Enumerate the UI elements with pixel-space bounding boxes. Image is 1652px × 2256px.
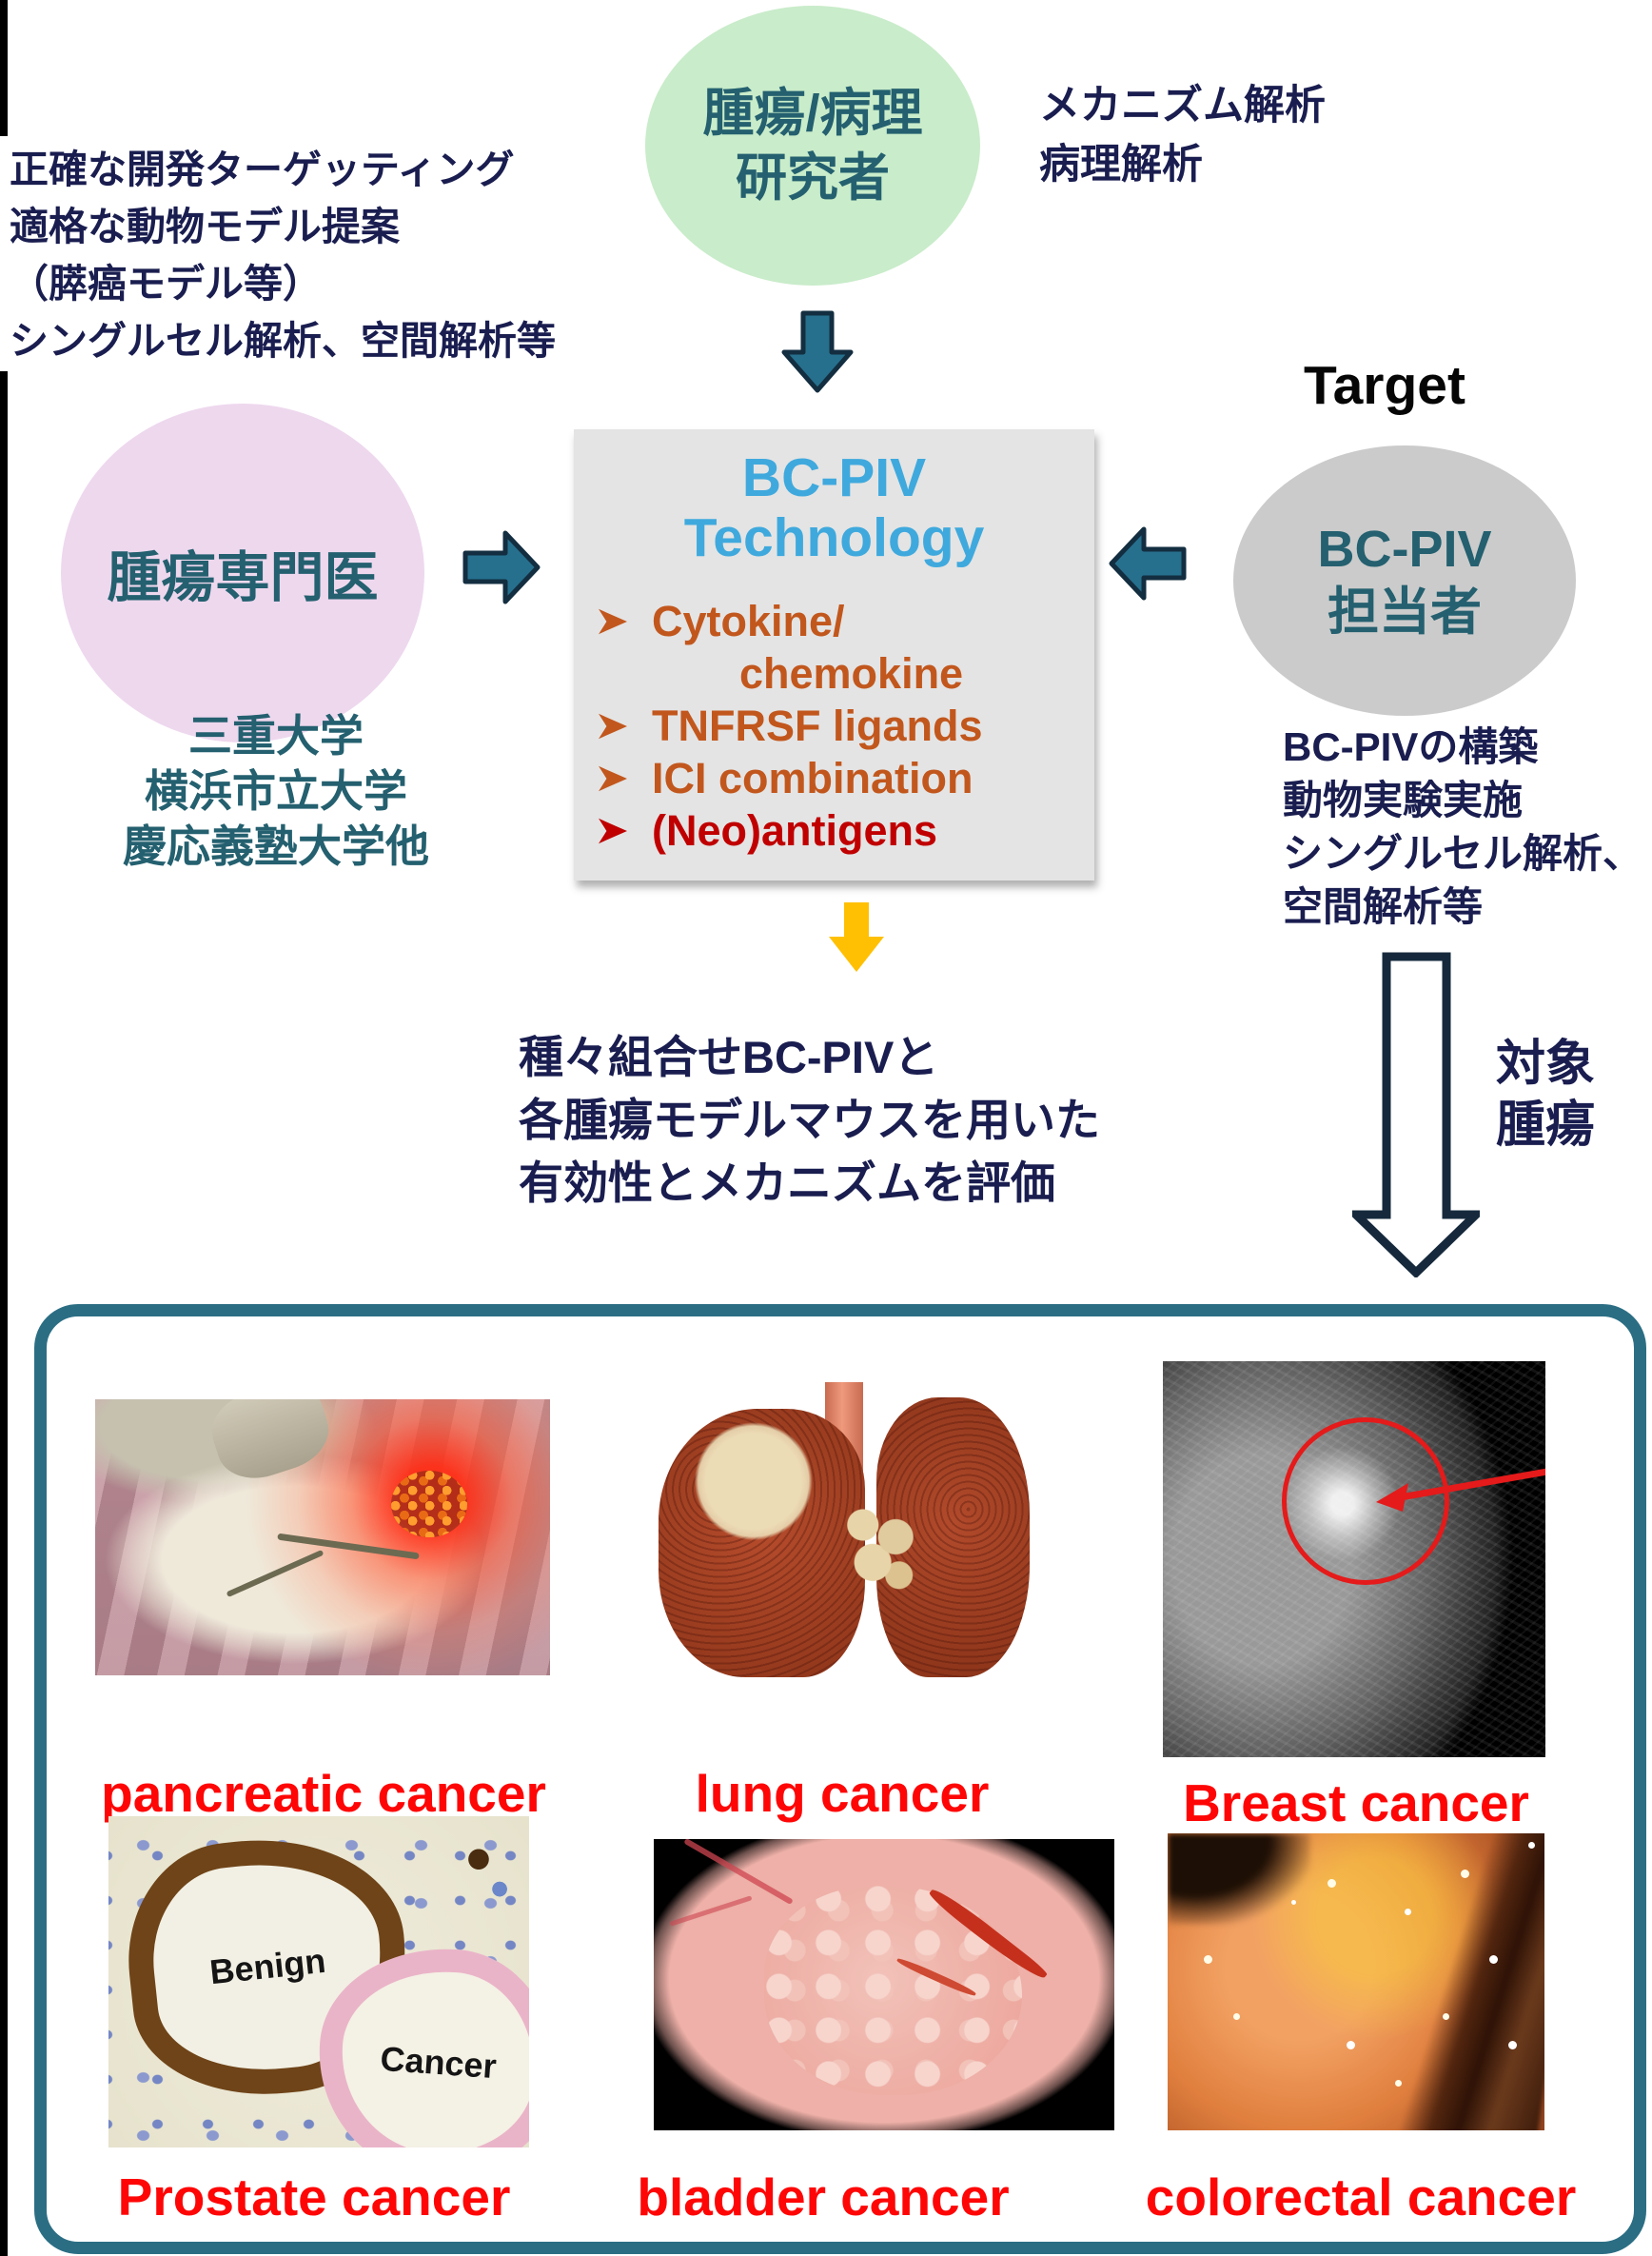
yellow-down-arrow-icon (829, 902, 884, 972)
bullet-arrow-icon (599, 818, 627, 844)
bcpiv-staff-notes: BC-PIVの構築 動物実験実施 シングルセル解析、 空間解析等 (1283, 721, 1642, 934)
left-arrow-icon (1109, 526, 1187, 601)
dark-fold-shape (1168, 1833, 1310, 1925)
note-line: 有効性とメカニズムを評価 (519, 1158, 1055, 1208)
note-line: シングルセル解析、空間解析等 (10, 319, 556, 363)
cancer-label: bladder cancer (637, 2167, 1010, 2226)
bullet-arrow-icon (599, 713, 627, 740)
ellipse-label-line: 研究者 (736, 149, 890, 207)
cancer-label: Prostate cancer (117, 2167, 511, 2226)
university-list: 三重大学 横浜市立大学 慶応義塾大学他 (62, 708, 490, 874)
benign-annotation: Benign (207, 1940, 328, 1992)
bcpiv-staff-ellipse: BC-PIV 担当者 (1233, 445, 1576, 716)
note-line: 病理解析 (1039, 142, 1203, 188)
down-arrow-icon (781, 310, 854, 393)
breast-cancer-image (1163, 1361, 1545, 1757)
note-line: 種々組合せBC-PIVと (519, 1032, 939, 1082)
note-line: （膵癌モデル等） (10, 262, 322, 306)
target-tumor-label: 対象 腫瘍 (1496, 1034, 1595, 1156)
note-line: BC-PIVの構築 (1283, 724, 1539, 769)
cancer-label: Breast cancer (1183, 1773, 1529, 1832)
bullet-text: ICI combination (652, 754, 974, 802)
note-line: 正確な開発ターゲッティング (10, 148, 515, 191)
note-line: メカニズム解析 (1039, 83, 1326, 129)
bullet-item-continuation: chemokine (599, 647, 1094, 700)
left-lung-shape (659, 1409, 866, 1677)
pancreatic-duct-shape (226, 1549, 324, 1597)
university-line: 三重大学 (188, 711, 364, 761)
bladder-cancer-image (654, 1839, 1114, 2130)
red-annotation-arrow-icon (1376, 1468, 1545, 1512)
colorectal-cancer-image (1168, 1833, 1544, 2130)
cancer-label: pancreatic cancer (101, 1764, 546, 1823)
pancreatic-cancer-image (95, 1399, 550, 1675)
red-circle-annotation (1282, 1417, 1449, 1585)
lung-cancer-image (647, 1382, 1030, 1683)
oncologist-capability-notes: 正確な開発ターゲッティング 適格な動物モデル提案 （膵癌モデル等） シングルセル… (10, 141, 556, 369)
bullet-arrow-icon (599, 765, 627, 792)
bullet-text: Cytokine/ (652, 597, 845, 645)
bullet-item: (Neo)antigens (599, 804, 1094, 857)
tech-title-line: BC-PIV (741, 447, 927, 508)
pathology-researcher-ellipse: 腫瘍/病理 研究者 (645, 6, 980, 286)
tech-box-title: BC-PIV Technology (574, 429, 1094, 568)
bullet-item: ICI combination (599, 752, 1094, 804)
duodenum-shape (203, 1399, 339, 1490)
ellipse-label-line: 腫瘍専門医 (107, 547, 379, 608)
cancer-label: colorectal cancer (1145, 2167, 1577, 2226)
university-line: 慶応義塾大学他 (123, 821, 429, 871)
bullet-text: chemokine (739, 649, 964, 698)
ellipse-label-line: 腫瘍/病理 (702, 85, 923, 142)
prostate-cancer-image: Benign Cancer (108, 1816, 529, 2147)
hilar-nodules-shape (838, 1502, 920, 1594)
left-edge-bar-top (0, 0, 8, 136)
flow-down-arrow-icon (1352, 952, 1480, 1277)
note-line: 空間解析等 (1283, 884, 1484, 929)
bullet-item: TNFRSF ligands (599, 700, 1094, 752)
cancer-annotation: Cancer (379, 2038, 499, 2087)
note-line: 対象 (1496, 1037, 1596, 1092)
note-line: シングルセル解析、 (1283, 831, 1643, 876)
bullet-item: Cytokine/ (599, 595, 1094, 647)
bullet-text: TNFRSF ligands (652, 702, 983, 750)
university-line: 横浜市立大学 (145, 766, 407, 816)
oncologist-ellipse: 腫瘍専門医 (61, 404, 424, 742)
ellipse-label-line: BC-PIV (1317, 521, 1492, 578)
note-line: 適格な動物モデル提案 (10, 205, 400, 248)
tech-bullet-list: Cytokine/ chemokine TNFRSF ligands ICI c… (599, 595, 1094, 857)
bullet-arrow-icon (599, 608, 627, 635)
note-line: 各腫瘍モデルマウスを用いた (519, 1095, 1100, 1145)
bcpiv-technology-box: BC-PIV Technology Cytokine/ chemokine TN… (574, 429, 1094, 881)
cancer-label: lung cancer (695, 1764, 990, 1823)
left-edge-bar-main (0, 371, 8, 2256)
pancreatic-duct-shape (277, 1533, 420, 1560)
ellipse-label-line: 担当者 (1328, 584, 1482, 641)
tech-title-line: Technology (683, 507, 985, 568)
tumor-highlight (390, 1471, 467, 1538)
right-arrow-icon (462, 530, 541, 604)
note-line: 動物実験実施 (1283, 778, 1524, 822)
bullet-text: (Neo)antigens (652, 806, 938, 855)
evaluation-notes: 種々組合せBC-PIVと 各腫瘍モデルマウスを用いた 有効性とメカニズムを評価 (519, 1026, 1100, 1215)
pathology-analysis-notes: メカニズム解析 病理解析 (1039, 76, 1326, 194)
target-heading: Target (1304, 355, 1465, 416)
crevice-shape (1391, 1833, 1544, 2130)
specular-highlights (1291, 1900, 1296, 1905)
note-line: 腫瘍 (1496, 1098, 1596, 1153)
